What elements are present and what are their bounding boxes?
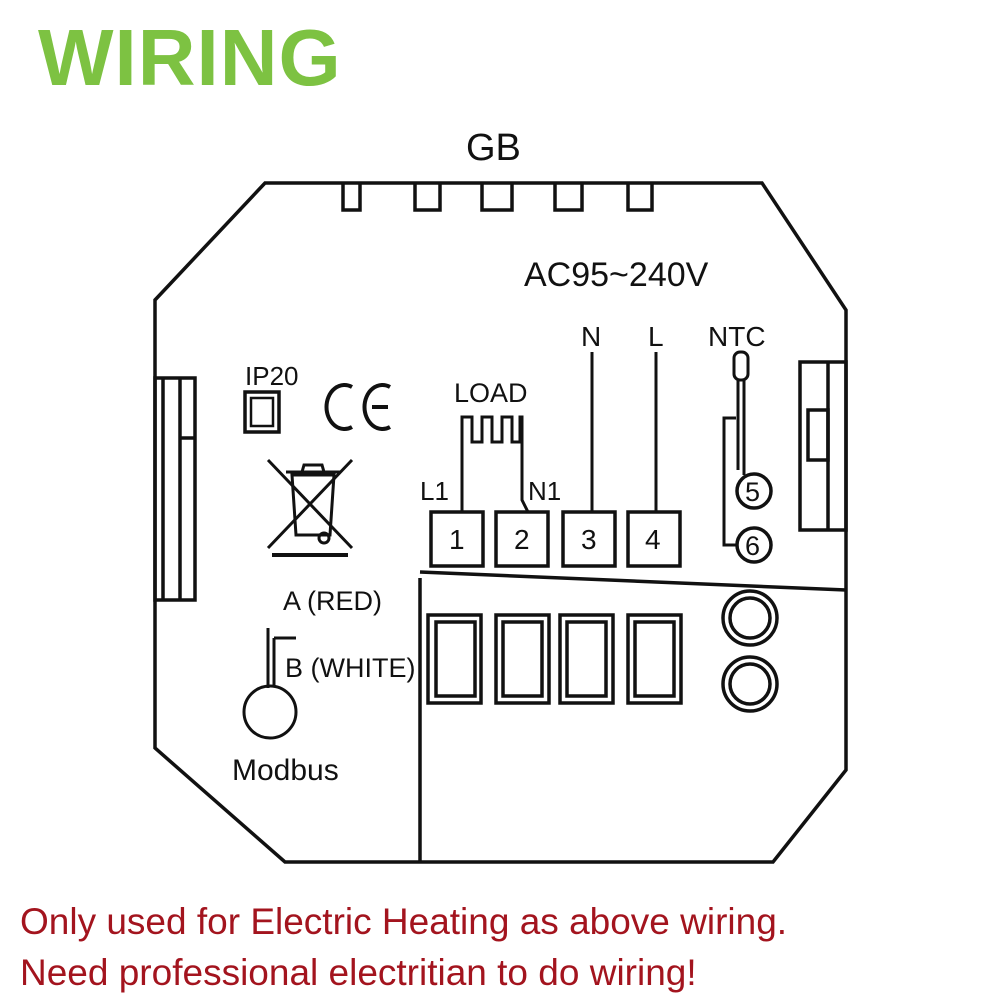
crossed-out-wheelie-bin-icon bbox=[266, 458, 354, 557]
warning-note-usage: Only used for Electric Heating as above … bbox=[20, 901, 788, 942]
modbus-connector bbox=[242, 628, 298, 740]
gb-label: GB bbox=[466, 127, 521, 169]
terminal-5-label: 5 bbox=[745, 477, 760, 507]
terminal-blocks bbox=[429, 510, 682, 568]
ip20-square-icon bbox=[243, 390, 281, 434]
modbus-a-label: A (RED) bbox=[283, 586, 382, 616]
terminal-3-label: 3 bbox=[581, 524, 597, 555]
left-side-latch bbox=[153, 376, 197, 602]
n-label: N bbox=[581, 321, 601, 352]
lower-connector-slots bbox=[426, 613, 683, 705]
terminal-6-label: 6 bbox=[745, 531, 760, 561]
load-heating-element-icon bbox=[460, 415, 530, 513]
ntc-label: NTC bbox=[708, 321, 766, 352]
l-label: L bbox=[648, 321, 664, 352]
lower-screw-holes bbox=[721, 589, 779, 713]
ce-mark-icon bbox=[324, 383, 391, 431]
terminal-2-label: 2 bbox=[514, 524, 530, 555]
terminal-1-label: 1 bbox=[449, 524, 465, 555]
terminal-4-label: 4 bbox=[645, 524, 661, 555]
load-label: LOAD bbox=[454, 378, 528, 408]
right-side-latch bbox=[798, 360, 848, 532]
ntc-terminals bbox=[735, 472, 773, 564]
voltage-label: AC95~240V bbox=[524, 256, 709, 294]
modbus-b-label: B (WHITE) bbox=[285, 653, 415, 683]
page-title: WIRING bbox=[38, 13, 342, 102]
lower-section-divider bbox=[418, 570, 847, 862]
top-connector-slots bbox=[341, 183, 654, 212]
ip20-label: IP20 bbox=[245, 361, 299, 391]
warning-note-professional: Need professional electritian to do wiri… bbox=[20, 952, 697, 993]
n1-label: N1 bbox=[528, 476, 561, 506]
modbus-label: Modbus bbox=[232, 754, 339, 787]
l1-label: L1 bbox=[420, 476, 449, 506]
ntc-sensor-probe-icon bbox=[722, 350, 750, 547]
